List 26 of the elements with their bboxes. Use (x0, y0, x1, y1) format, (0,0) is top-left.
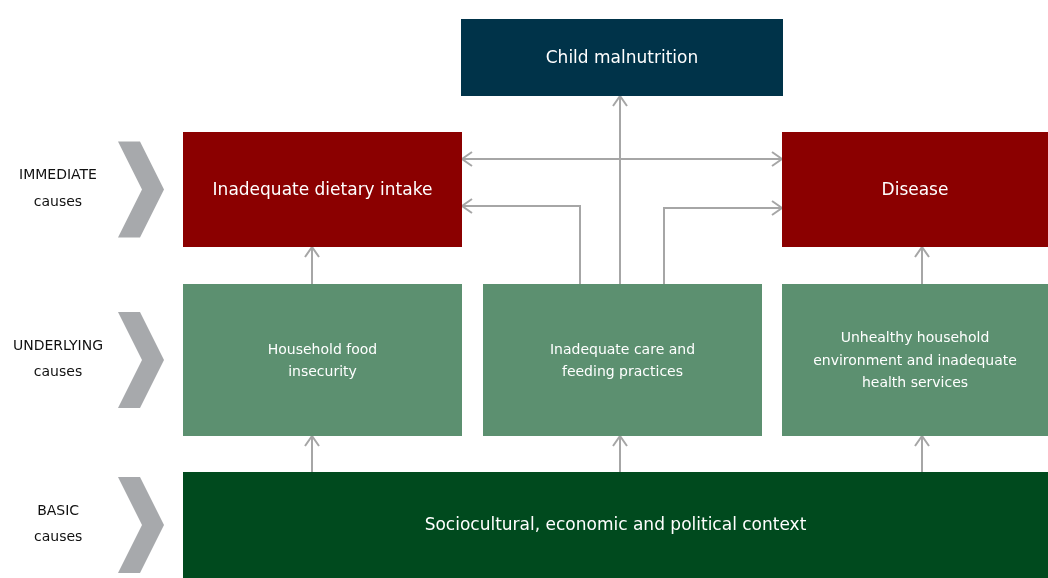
level-label: BASIC causes (34, 500, 83, 547)
context-box (183, 472, 1048, 578)
arrow (612, 95, 628, 285)
arrow (663, 200, 783, 285)
arrow (612, 435, 628, 473)
arrow (304, 246, 320, 285)
level-label: IMMEDIATE causes (19, 165, 97, 211)
box-label: Unhealthy household environment and inadequate health services (812, 328, 1018, 393)
arrow (914, 246, 930, 285)
box-label: Inadequate care and feeding practices (548, 339, 697, 381)
arrow (461, 198, 581, 285)
level-label: UNDERLYING causes (13, 335, 103, 382)
cause-box (183, 132, 462, 247)
arrow (304, 435, 320, 473)
outcome-box (461, 19, 783, 96)
box-label: Inadequate dietary intake (212, 177, 433, 201)
cause-box (183, 284, 462, 436)
cause-box (483, 284, 762, 436)
cause-box (782, 284, 1048, 436)
box-label: Sociocultural, economic and political context (424, 513, 807, 537)
cause-box (782, 132, 1048, 247)
arrow (461, 151, 783, 167)
arrow (914, 435, 930, 473)
box-label: Child malnutrition (545, 45, 699, 69)
box-label: Household food insecurity (266, 339, 379, 381)
box-label: Disease (881, 177, 949, 201)
